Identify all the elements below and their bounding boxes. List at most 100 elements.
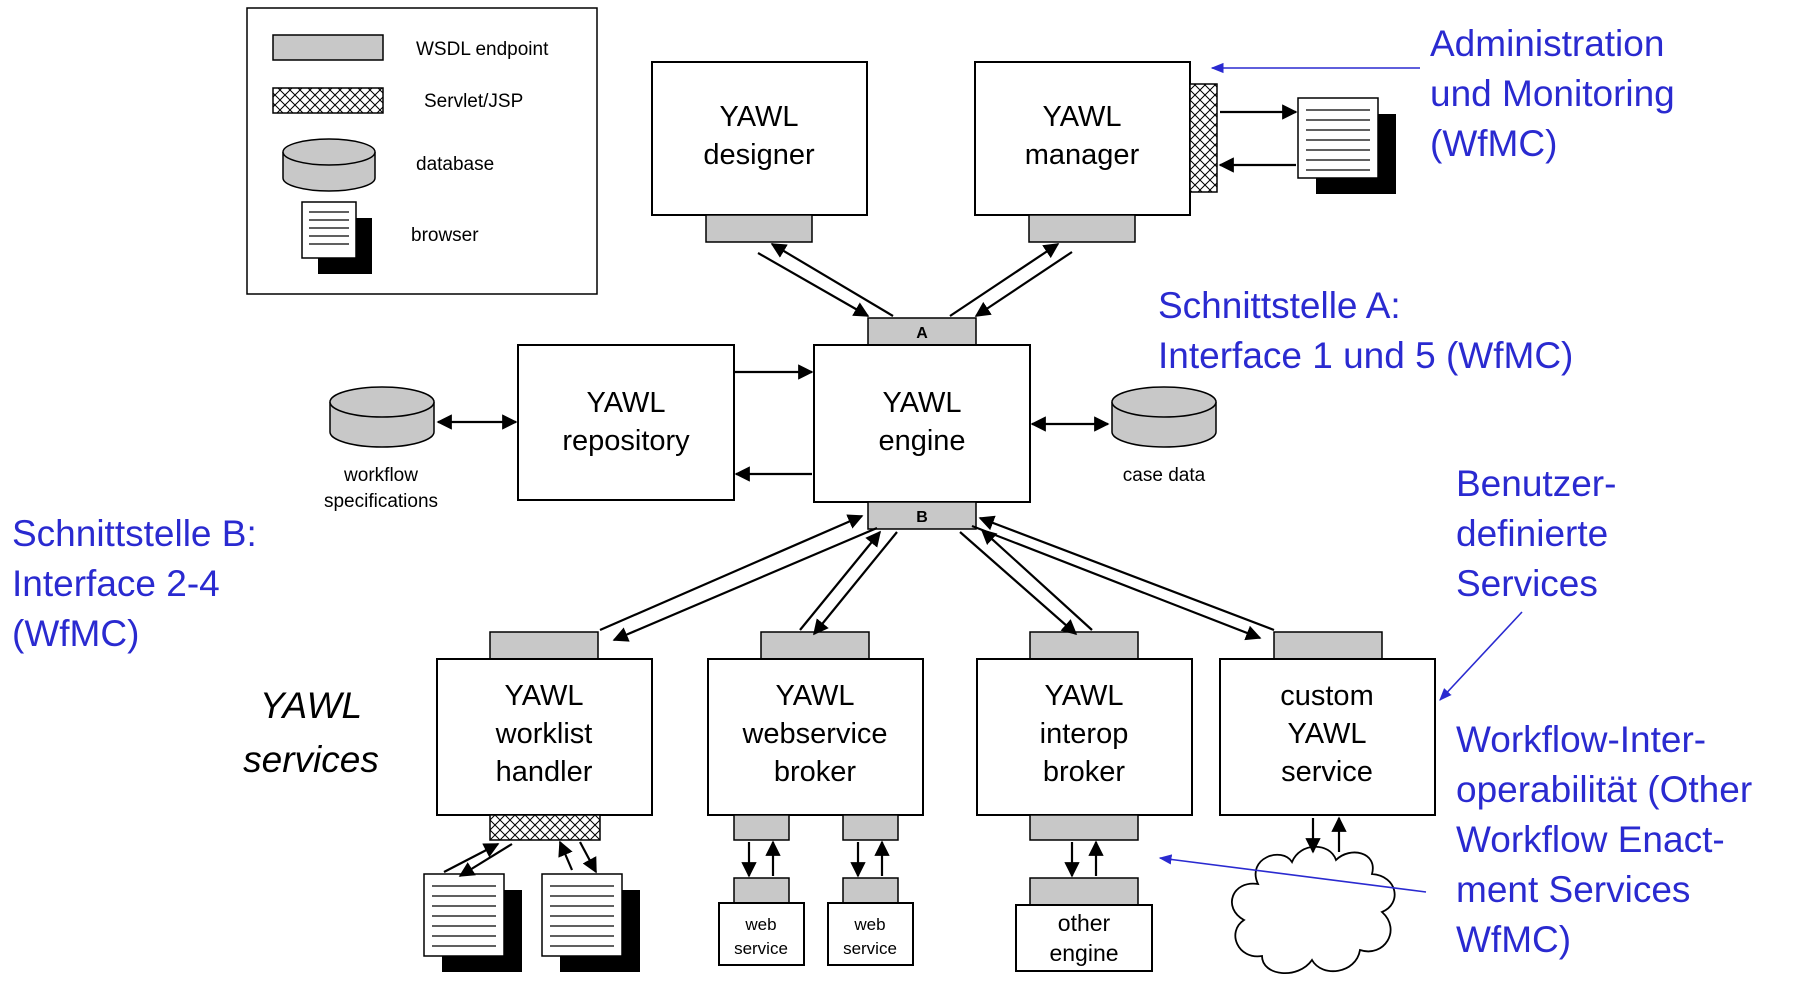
legend-browser-label: browser — [411, 225, 479, 246]
legend-browser-icon — [301, 201, 372, 274]
interop-annotation: Workflow-Inter- operabilität (Other Work… — [1158, 719, 1752, 960]
legend-servlet-label: Servlet/JSP — [424, 91, 523, 112]
worklist-label-3: handler — [496, 756, 593, 788]
interface-b-line-1: Schnittstelle B: — [12, 513, 257, 554]
manager-wsdl-port — [1028, 214, 1136, 243]
worklist-browser1-out — [443, 843, 500, 873]
web-service-1-label-1: web — [744, 915, 776, 934]
interface-a-line-2: Interface 1 und 5 (WfMC) — [1158, 335, 1573, 376]
legend-database-icon — [282, 138, 376, 192]
designer-engine-link — [757, 243, 894, 317]
manager-label-1: YAWL — [1043, 101, 1122, 133]
yawl-webservice-broker: YAWL webservice broker — [707, 631, 924, 841]
case-data-database-icon — [1111, 386, 1217, 448]
designer-wsdl-port — [705, 214, 813, 243]
other-engine-port — [1029, 877, 1139, 906]
interface-b-line-2: Interface 2-4 — [12, 563, 220, 604]
legend-wsdl-swatch — [272, 34, 384, 61]
worklist-browser-icon-1 — [423, 873, 522, 972]
repository-label-1: YAWL — [587, 387, 666, 419]
custom-label-1: custom — [1280, 680, 1373, 712]
port-a-label: A — [916, 325, 928, 342]
port-b-label: B — [916, 509, 928, 526]
web-service-2-port — [842, 877, 899, 904]
user-defined-annotation: Benutzer- definierte Services — [1439, 463, 1616, 701]
services-label-2: services — [243, 739, 379, 780]
web-service-1-port — [733, 877, 790, 904]
custom-label-2: YAWL — [1288, 718, 1367, 750]
manager-browser-icon — [1297, 97, 1396, 194]
webservice-broker-wsdl-port — [760, 631, 870, 660]
user-defined-line-1: Benutzer- — [1456, 463, 1616, 504]
legend-wsdl-label: WSDL endpoint — [416, 39, 549, 60]
interop-line-2: operabilität (Other — [1456, 769, 1752, 810]
legend-database-label: database — [416, 154, 494, 175]
interop-line-5: WfMC) — [1456, 919, 1571, 960]
interop-line-3: Workflow Enact- — [1456, 819, 1725, 860]
engine-webservice-broker-link — [799, 530, 898, 636]
yawl-repository: YAWL repository — [517, 344, 735, 501]
webservice-broker-port-1 — [733, 814, 790, 841]
interface-a-line-1: Schnittstelle A: — [1158, 285, 1401, 326]
worklist-label-2: worklist — [495, 718, 593, 750]
worklist-browser2-in — [579, 841, 597, 874]
webservice-broker-label-1: YAWL — [776, 680, 855, 712]
engine-port-b — [867, 501, 977, 530]
manager-servlet — [1189, 83, 1218, 193]
legend: WSDL endpoint Servlet/JSP database brows… — [246, 7, 598, 295]
user-defined-line-2: definierte — [1456, 513, 1608, 554]
admin-line-1: Administration — [1430, 23, 1664, 64]
user-defined-line-3: Services — [1456, 563, 1598, 604]
worklist-wsdl-port — [489, 631, 599, 660]
interop-port-bottom — [1029, 814, 1139, 841]
workflow-spec-label-2: specifications — [324, 491, 438, 512]
admin-annotation: Administration und Monitoring (WfMC) — [1210, 23, 1675, 164]
workflow-spec-label-1: workflow — [343, 465, 418, 486]
web-service-1-label-2: service — [734, 939, 788, 958]
services-label-1: YAWL — [260, 685, 362, 726]
interface-a-annotation: Schnittstelle A: Interface 1 und 5 (WfMC… — [1158, 285, 1573, 376]
yawl-engine: A YAWL engine B — [813, 317, 1031, 530]
webservice-broker-port-2 — [842, 814, 899, 841]
legend-servlet-swatch — [272, 87, 384, 114]
interop-label-1: YAWL — [1045, 680, 1124, 712]
interface-b-annotation: Schnittstelle B: Interface 2-4 (WfMC) — [12, 513, 257, 654]
other-engine-label-2: engine — [1049, 940, 1118, 966]
engine-label-1: YAWL — [883, 387, 962, 419]
engine-port-a — [867, 317, 977, 346]
admin-line-2: und Monitoring — [1430, 73, 1675, 114]
workflow-specifications-database-icon — [329, 386, 435, 448]
engine-label-2: engine — [878, 425, 965, 457]
admin-line-3: (WfMC) — [1430, 123, 1557, 164]
interop-label-2: interop — [1040, 718, 1129, 750]
custom-label-3: service — [1281, 756, 1373, 788]
worklist-browser2-out — [558, 840, 574, 871]
web-service-1 — [718, 902, 805, 966]
yawl-worklist-handler: YAWL worklist handler — [436, 631, 653, 841]
manager-engine-link — [949, 243, 1073, 317]
worklist-browser1-in — [458, 843, 513, 877]
web-service-2 — [827, 902, 914, 966]
yawl-manager: YAWL manager — [974, 61, 1218, 243]
designer-label-2: designer — [703, 139, 815, 171]
cloud-icon — [1231, 845, 1396, 975]
engine-interop-link — [959, 528, 1093, 636]
case-data-label: case data — [1123, 465, 1206, 486]
web-service-2-label-1: web — [853, 915, 885, 934]
interop-label-3: broker — [1043, 756, 1126, 788]
engine-worklist-link — [599, 514, 878, 642]
manager-label-2: manager — [1025, 139, 1140, 171]
custom-wsdl-port — [1273, 631, 1383, 660]
interop-line-1: Workflow-Inter- — [1456, 719, 1706, 760]
other-engine-label-1: other — [1058, 910, 1111, 936]
interop-wsdl-port — [1029, 631, 1139, 660]
other-engine — [1015, 904, 1153, 972]
interop-line-4: ment Services — [1456, 869, 1690, 910]
yawl-designer: YAWL designer — [651, 61, 868, 243]
interface-b-line-3: (WfMC) — [12, 613, 139, 654]
engine-custom-link — [971, 515, 1275, 641]
webservice-broker-label-2: webservice — [741, 718, 887, 750]
custom-yawl-service: custom YAWL service — [1219, 631, 1436, 816]
webservice-broker-label-3: broker — [774, 756, 857, 788]
